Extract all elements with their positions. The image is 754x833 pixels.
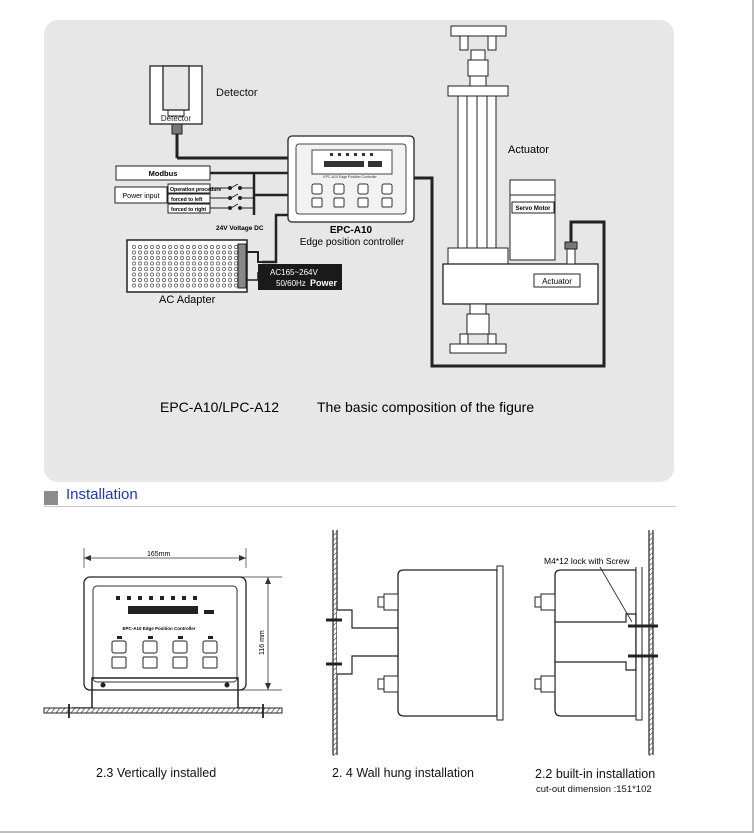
ac-adapter: AC165~264V 50/60Hz Power <box>126 239 342 293</box>
frame-edge-right <box>752 0 754 833</box>
actuator-box-label: Actuator <box>542 277 572 286</box>
screw-label: M4*12 lock with Screw <box>544 556 630 566</box>
height-dim: 116 mm <box>259 630 266 655</box>
controller-model: EPC-A10 <box>330 225 373 236</box>
caption-vertical: 2.3 Vertically installed <box>96 766 217 780</box>
svg-text:EPC-A10 Edge Position Controll: EPC-A10 Edge Position Controller <box>323 175 377 179</box>
switch-label-1: Operation procedure <box>170 187 221 193</box>
panel-text: EPC-A10 Edge Position Controller <box>122 626 195 631</box>
width-dim: 165mm <box>147 551 171 558</box>
frame-edge-bottom <box>0 831 754 833</box>
controller: EPC-A10 Edge Position Controller <box>287 135 415 223</box>
caption-model: EPC-A10/LPC-A12 <box>160 399 279 415</box>
actuator-label: Actuator <box>508 144 549 156</box>
switch-label-3: forced to right <box>171 207 206 213</box>
voltage-label: 24V Voltage DC <box>216 225 264 232</box>
caption-built-in: 2.2 built-in installation <box>535 767 656 781</box>
modbus-label: Modbus <box>149 169 178 178</box>
composition-diagram: Detector Detector Modbus Power input <box>114 25 606 415</box>
ac-range: AC165~264V <box>270 268 318 277</box>
composition-panel: Detector Detector Modbus Power input <box>44 20 674 482</box>
detector: Detector <box>149 65 288 160</box>
section-divider <box>44 506 676 507</box>
switch-block: Operation procedure forced to left force… <box>167 183 288 214</box>
power-input-box: Power input <box>114 186 168 204</box>
ac-freq: 50/60Hz <box>276 279 306 288</box>
actuator: Servo Motor Actuator <box>442 25 599 354</box>
caption-text: The basic composition of the figure <box>317 399 534 415</box>
switch-label-2: forced to left <box>171 197 203 203</box>
controller-desc: Edge position controller <box>300 237 405 248</box>
servo-motor-label: Servo Motor <box>515 206 551 212</box>
drawing-wall-hung <box>326 530 504 757</box>
section-square-icon <box>44 491 58 505</box>
caption-wall-hung: 2. 4 Wall hung installation <box>332 766 474 780</box>
section-header: Installation <box>44 484 676 510</box>
detector-box-label: Detector <box>161 114 192 123</box>
section-title: Installation <box>66 486 138 503</box>
caption-cutout: cut-out dimension :151*102 <box>536 784 652 795</box>
ac-adapter-label: AC Adapter <box>159 294 216 306</box>
drawing-vertical: 165mm 116 mm EPC-A10 Edge Position Contr… <box>43 548 283 718</box>
power-input-label: Power input <box>123 193 160 200</box>
detector-label: Detector <box>216 87 258 99</box>
modbus-box: Modbus <box>115 165 288 215</box>
drawing-built-in: M4*12 lock with Screw <box>534 530 658 757</box>
ac-power: Power <box>310 278 338 288</box>
